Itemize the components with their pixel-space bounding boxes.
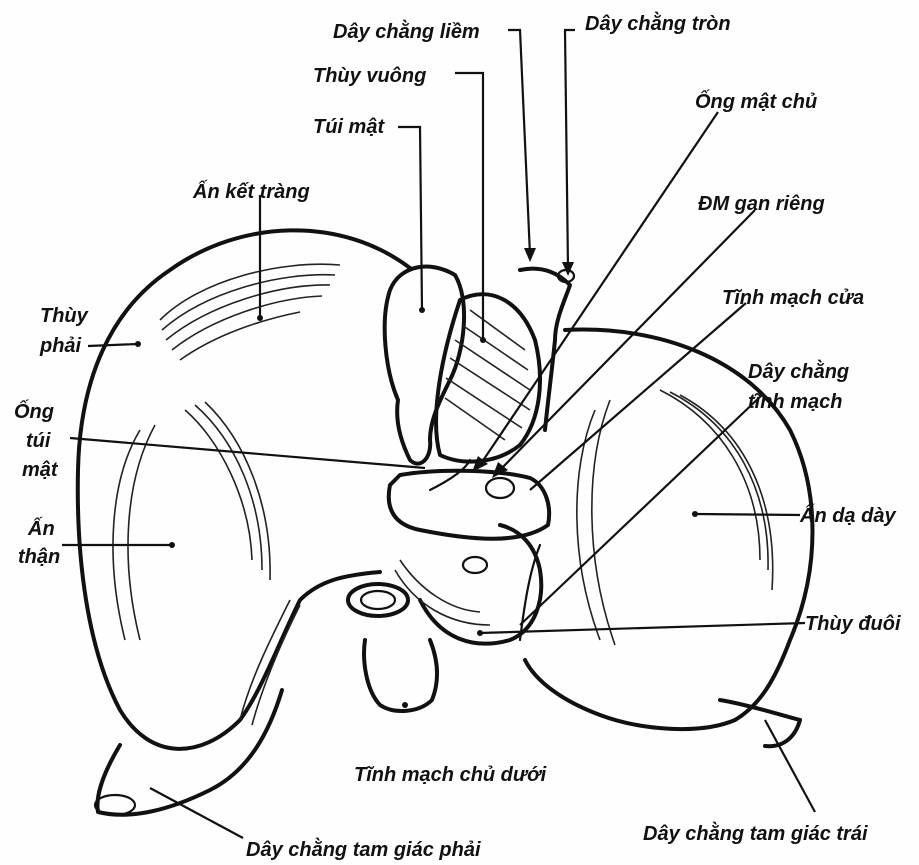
portal-vein-section	[463, 557, 487, 573]
leader-tinh-mach-cua	[530, 303, 746, 490]
inferior-vena-cava-lumen	[361, 591, 395, 609]
label-tinh-mach-cua: Tĩnh mạch cửa	[722, 287, 864, 309]
leader-tam-giac-trai	[765, 720, 815, 812]
label-an-ket-trang: Ấn kết tràng	[192, 179, 310, 203]
label-ong-tui-mat-line3: mật	[22, 459, 59, 481]
right-triangular-ligament-tip	[95, 795, 135, 815]
label-day-chang-liem: Dây chằng liềm	[333, 20, 480, 43]
dot-an-da-day	[692, 511, 698, 517]
porta-hepatis-outline	[389, 471, 549, 539]
label-day-chang-tron: Dây chằng tròn	[585, 12, 731, 35]
label-thuy-phai-line1: Thùy	[40, 305, 89, 327]
label-thuy-phai-line2: phải	[39, 335, 82, 357]
label-an-than-line2: thận	[18, 546, 60, 568]
label-day-chang-tinh-mach-line2: tĩnh mạch	[748, 391, 842, 413]
leader-day-chang-tinh-mach	[520, 395, 762, 625]
inferior-vena-cava-body	[364, 640, 437, 711]
label-ong-tui-mat-line1: Ống	[14, 399, 54, 423]
label-an-than-line1: Ấn	[27, 516, 55, 540]
label-tinh-mach-chu-duoi: Tĩnh mạch chủ dưới	[354, 764, 547, 786]
label-ong-tui-mat-line2: túi	[26, 430, 51, 452]
inferior-vena-cava-opening	[348, 584, 408, 616]
dot-tinh-mach-chu-duoi	[402, 702, 408, 708]
dot-tui-mat	[419, 307, 425, 313]
gallbladder-outline	[385, 267, 464, 464]
arrowhead-day-chang-tron	[562, 262, 574, 276]
gastric-impression-hatch	[577, 390, 773, 645]
leader-ong-mat-chu	[480, 112, 718, 465]
label-an-da-day: Ấn dạ dày	[799, 503, 896, 527]
leader-day-chang-liem	[508, 30, 530, 255]
dot-an-ket-trang	[257, 315, 263, 321]
label-thuy-vuong: Thùy vuông	[313, 65, 426, 87]
dot-an-than	[169, 542, 175, 548]
leader-thuy-phai	[88, 344, 138, 346]
label-tui-mat: Túi mật	[313, 116, 385, 138]
leader-an-da-day	[695, 514, 800, 515]
leader-tui-mat	[398, 127, 422, 310]
label-dm-gan-rieng: ĐM gan riêng	[698, 193, 825, 215]
arrowhead-day-chang-liem	[524, 248, 536, 262]
label-day-chang-tinh-mach-line1: Dây chằng	[748, 360, 849, 383]
dot-thuy-phai	[135, 341, 141, 347]
hepatic-artery-section	[486, 478, 514, 498]
dot-thuy-vuong	[480, 337, 486, 343]
common-bile-duct	[430, 460, 470, 490]
label-day-chang-tam-giac-phai: Dây chằng tam giác phải	[246, 838, 481, 861]
label-day-chang-tam-giac-trai: Dây chằng tam giác trái	[643, 822, 868, 845]
renal-impression-hatch	[113, 402, 270, 640]
colic-impression-hatch	[160, 264, 340, 360]
label-ong-mat-chu: Ống mật chủ	[695, 89, 817, 113]
right-lobe-outline	[78, 230, 410, 749]
dot-thuy-duoi	[477, 630, 483, 636]
quadrate-lobe-hatch	[445, 310, 530, 440]
caudate-lobe-outline	[420, 525, 541, 644]
leader-dm-gan-rieng	[500, 210, 755, 470]
caudate-hatch	[395, 560, 490, 625]
leader-day-chang-tron	[565, 30, 575, 268]
label-thuy-duoi: Thùy đuôi	[805, 613, 901, 635]
